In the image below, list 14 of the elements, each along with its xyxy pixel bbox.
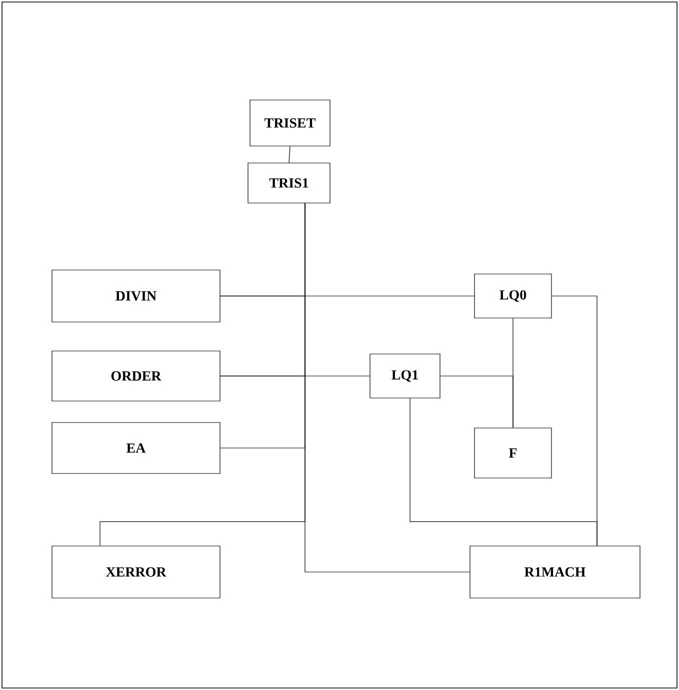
- routine-box: TRISET: [250, 100, 330, 146]
- routine-box: R1MACH: [470, 546, 640, 598]
- routine-box: DIVIN: [52, 270, 220, 322]
- routine-box: TRIS1: [248, 162, 330, 204]
- routine-box: LQ0: [474, 274, 552, 318]
- connector-line: [304, 203, 470, 572]
- routine-box: ORDER: [52, 350, 220, 402]
- routine-box: F: [474, 428, 552, 478]
- routine-box: EA: [52, 422, 220, 474]
- routine-box: XERROR: [52, 546, 220, 598]
- connector-line: [440, 376, 514, 428]
- connector-line: [288, 146, 290, 163]
- routine-box: LQ1: [370, 354, 440, 398]
- connector-line: [410, 398, 598, 546]
